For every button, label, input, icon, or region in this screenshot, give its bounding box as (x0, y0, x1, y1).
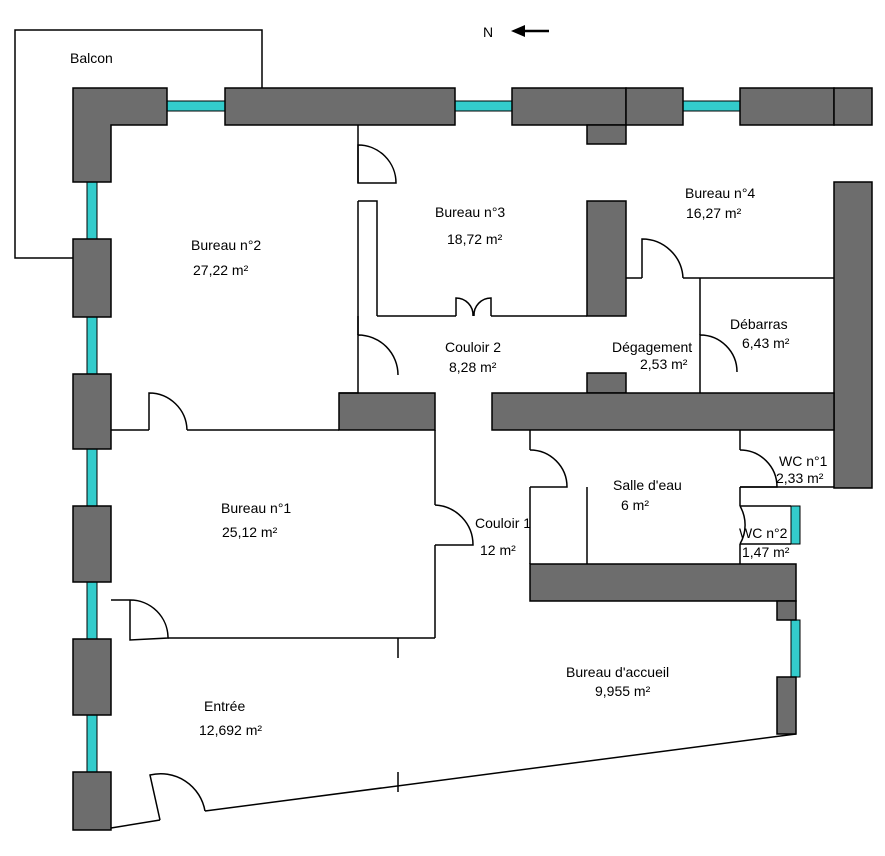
door-entree-bureau1 (129, 599, 169, 641)
door-bureau3-top (357, 144, 397, 184)
room-area-degagement: 2,53 m² (640, 356, 688, 372)
room-area-bureau1: 25,12 m² (222, 524, 278, 540)
door-wc1 (739, 449, 778, 488)
room-area-bureau2: 27,22 m² (193, 262, 249, 278)
left-arrow-icon (511, 25, 549, 37)
wall-center-right (491, 392, 835, 431)
room-area-couloir2: 8,28 m² (449, 359, 497, 375)
window-top-2 (454, 100, 513, 112)
wall-mid-2 (586, 200, 627, 317)
wall-right-column (833, 181, 873, 489)
wall-top-5 (833, 87, 873, 126)
window-top-1 (166, 100, 226, 112)
partitions (110, 125, 834, 829)
window-left-2 (86, 316, 98, 375)
room-area-salle-eau: 6 m² (621, 497, 649, 513)
door-debarras (699, 334, 738, 373)
wall-left-3 (72, 505, 112, 583)
room-area-debarras: 6,43 m² (742, 335, 790, 351)
room-name-couloir2: Couloir 2 (445, 339, 501, 355)
window-left-5 (86, 714, 98, 773)
balcony-outline (14, 29, 263, 259)
room-area-couloir1: 12 m² (480, 542, 516, 558)
door-bureau3-double-right (473, 297, 492, 317)
room-name-entree: Entrée (204, 698, 245, 714)
wall-center-left (338, 392, 436, 431)
wall-top-2 (511, 87, 627, 126)
room-name-balcon: Balcon (70, 50, 113, 66)
compass-letter: N (483, 24, 493, 40)
door-couloir2-left (357, 334, 399, 376)
room-area-wc1: 2,33 m² (776, 470, 824, 486)
wall-top-1 (224, 87, 456, 126)
window-left-3 (86, 448, 98, 507)
room-name-bureau4: Bureau n°4 (685, 185, 755, 201)
room-area-bureau4: 16,27 m² (686, 205, 742, 221)
door-bureau4 (641, 238, 684, 279)
room-area-entree: 12,692 m² (199, 722, 262, 738)
room-name-wc2: WC n°2 (739, 525, 788, 541)
wall-mid-1 (586, 124, 627, 145)
walls (72, 87, 873, 831)
door-bureau1-top (148, 392, 188, 431)
room-name-couloir1: Couloir 1 (475, 515, 531, 531)
room-name-bureau2: Bureau n°2 (191, 237, 261, 253)
wall-right-lower-2 (776, 676, 797, 735)
room-area-wc2: 1,47 m² (742, 544, 790, 560)
window-right-2 (790, 619, 801, 678)
room-name-degagement: Dégagement (612, 339, 692, 355)
door-salle-eau-left (529, 449, 568, 488)
doors (129, 144, 778, 821)
compass: N (483, 24, 549, 40)
wall-right-lower-1 (776, 600, 797, 621)
window-left-1 (86, 181, 98, 240)
window-right-1 (790, 505, 801, 545)
room-name-bureau3: Bureau n°3 (435, 204, 505, 220)
room-labels: Balcon Bureau n°2 27,22 m² Bureau n°3 18… (70, 50, 828, 738)
wall-salle-eau-bottom (529, 563, 797, 602)
wall-left-2 (72, 373, 112, 450)
window-left-4 (86, 581, 98, 640)
windows (86, 100, 801, 773)
room-name-wc1: WC n°1 (779, 453, 828, 469)
room-name-debarras: Débarras (730, 316, 788, 332)
door-wc2 (739, 505, 746, 545)
wall-top-4 (739, 87, 835, 126)
wall-mid-3 (586, 372, 627, 394)
wall-corner-top-left (72, 87, 168, 183)
wall-left-4 (72, 638, 112, 716)
door-couloir1 (434, 504, 474, 546)
room-name-salle-eau: Salle d'eau (613, 477, 682, 493)
wall-left-1 (72, 238, 112, 318)
door-bureau3-double-left (455, 297, 474, 317)
wall-left-5 (72, 771, 112, 831)
room-area-bureau3: 18,72 m² (447, 231, 503, 247)
window-top-3 (682, 100, 741, 112)
room-area-accueil: 9,955 m² (595, 683, 651, 699)
door-entree-main (149, 772, 206, 821)
room-name-bureau1: Bureau n°1 (221, 500, 291, 516)
room-name-accueil: Bureau d'accueil (566, 664, 669, 680)
wall-top-3 (625, 87, 684, 126)
